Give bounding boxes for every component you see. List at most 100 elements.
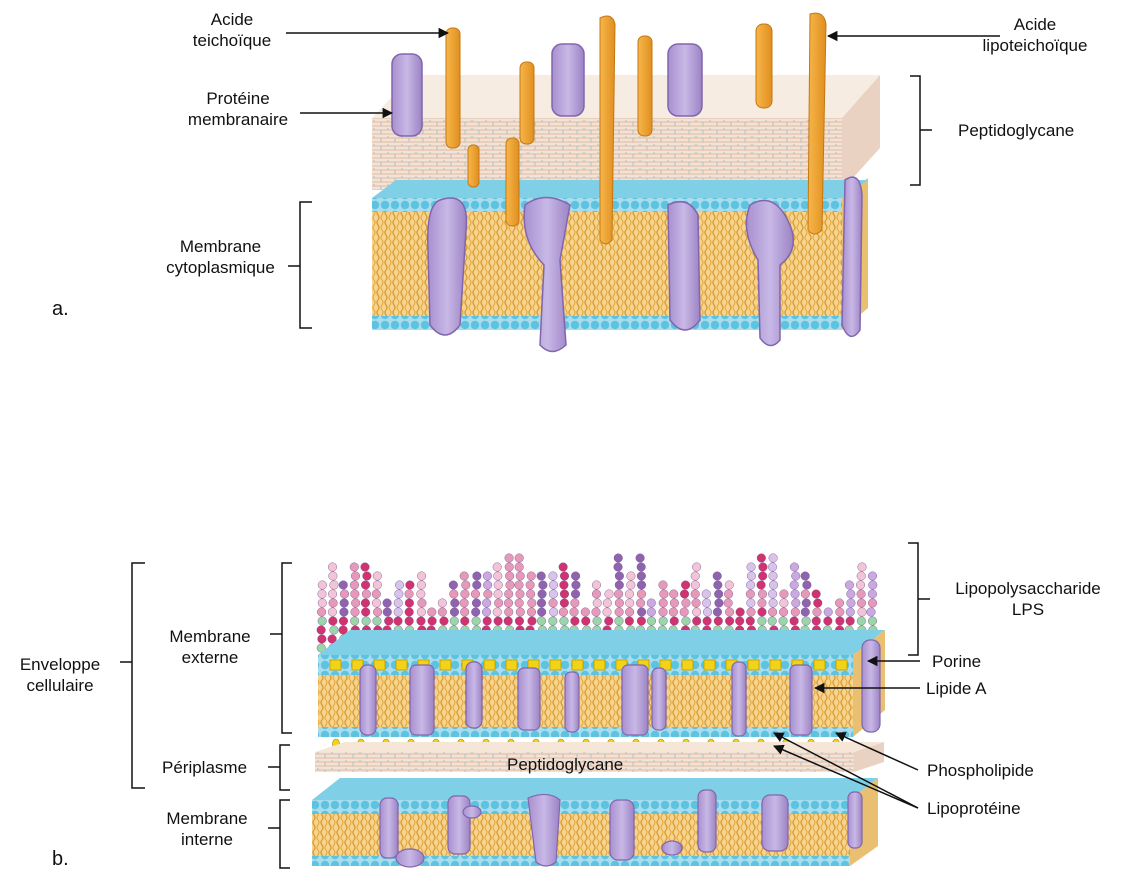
lps-bead [812, 617, 821, 626]
lps-bead [868, 572, 877, 581]
lps-bead [373, 617, 382, 626]
lps-bead [790, 581, 799, 590]
lps-bead [405, 599, 414, 608]
lps-bead [428, 617, 437, 626]
lps-bead [847, 590, 856, 599]
lps-bead [625, 590, 634, 599]
lps-bead [394, 617, 403, 626]
lps-bead [515, 554, 524, 563]
lps-bead [549, 617, 558, 626]
lps-bead [847, 599, 856, 608]
lps-bead [769, 572, 778, 581]
lps-bead [758, 617, 767, 626]
lps-bead [417, 590, 426, 599]
lps-bead [318, 590, 327, 599]
lps-bead [725, 581, 734, 590]
lps-bead [440, 617, 449, 626]
lps-bead [405, 608, 414, 617]
lps-bead [682, 617, 691, 626]
lps-bead [317, 608, 326, 617]
lps-bead [537, 599, 546, 608]
lps-bead [747, 599, 756, 608]
lps-bead [714, 590, 723, 599]
lps-bead [856, 581, 865, 590]
lps-bead [637, 617, 646, 626]
lipid-a-block [330, 660, 341, 670]
lps-bead [449, 581, 458, 590]
lps-bead [692, 599, 701, 608]
label-peptidoglycan-a: Peptidoglycane [958, 120, 1074, 141]
lps-bead [560, 599, 569, 608]
lps-bead [682, 599, 691, 608]
lps-bead [339, 581, 348, 590]
lps-bead [350, 563, 359, 572]
lps-bead [559, 608, 568, 617]
lps-bead [417, 581, 426, 590]
lps-bead [647, 599, 656, 608]
label-porin: Porine [932, 651, 981, 672]
lps-bead [637, 581, 646, 590]
lps-bead [857, 617, 866, 626]
lipid-a-block [506, 660, 517, 670]
lps-bead [636, 599, 645, 608]
lps-bead [351, 590, 360, 599]
label-phospholipid: Phospholipide [927, 760, 1034, 781]
label-lipoprotein: Lipoprotéine [927, 798, 1021, 819]
lps-bead [802, 599, 811, 608]
lps-bead [494, 590, 503, 599]
lps-bead [527, 572, 536, 581]
lipid-a-block [484, 660, 495, 670]
lps-bead [451, 599, 460, 608]
lps-bead [339, 617, 348, 626]
lps-bead [735, 617, 744, 626]
lps-bead [714, 581, 723, 590]
panel-a-letter: a. [52, 298, 69, 321]
lps-bead [615, 617, 624, 626]
lps-bead [669, 608, 678, 617]
lps-bead [406, 581, 415, 590]
lps-bead [571, 572, 580, 581]
lps-bead [537, 617, 546, 626]
lps-bead [791, 572, 800, 581]
lps-bead [670, 617, 679, 626]
lps-bead [768, 617, 777, 626]
lps-bead [318, 581, 327, 590]
lps-bead [472, 581, 481, 590]
lps-bead [627, 581, 636, 590]
lps-bead [614, 590, 623, 599]
lps-bead [462, 581, 471, 590]
lps-bead [868, 590, 877, 599]
lps-bead [537, 572, 546, 581]
lps-bead [768, 608, 777, 617]
lps-bead [373, 608, 382, 617]
lps-bead [803, 581, 812, 590]
lps-bead [615, 572, 624, 581]
lps-bead [593, 599, 602, 608]
lps-bead [747, 563, 756, 572]
lps-bead [636, 554, 645, 563]
lps-bead [680, 608, 689, 617]
lps-bead [460, 608, 469, 617]
lps-bead [659, 608, 668, 617]
lps-bead [604, 617, 613, 626]
lps-bead [669, 590, 678, 599]
lps-bead [746, 581, 755, 590]
lps-bead [768, 563, 777, 572]
lps-bead [625, 608, 634, 617]
lps-bead [506, 581, 515, 590]
lps-bead [846, 617, 855, 626]
lps-bead [417, 617, 426, 626]
lps-bead [768, 590, 777, 599]
lps-bead [779, 608, 788, 617]
lps-bead [559, 563, 568, 572]
lps-bead [736, 608, 745, 617]
lps-bead [560, 581, 569, 590]
lps-bead [362, 590, 371, 599]
lps-bead [317, 626, 326, 635]
lps-bead [605, 590, 614, 599]
lps-bead [758, 590, 767, 599]
lps-bead [363, 572, 372, 581]
lps-bead [538, 590, 547, 599]
lps-bead [318, 617, 327, 626]
lps-bead [603, 608, 612, 617]
